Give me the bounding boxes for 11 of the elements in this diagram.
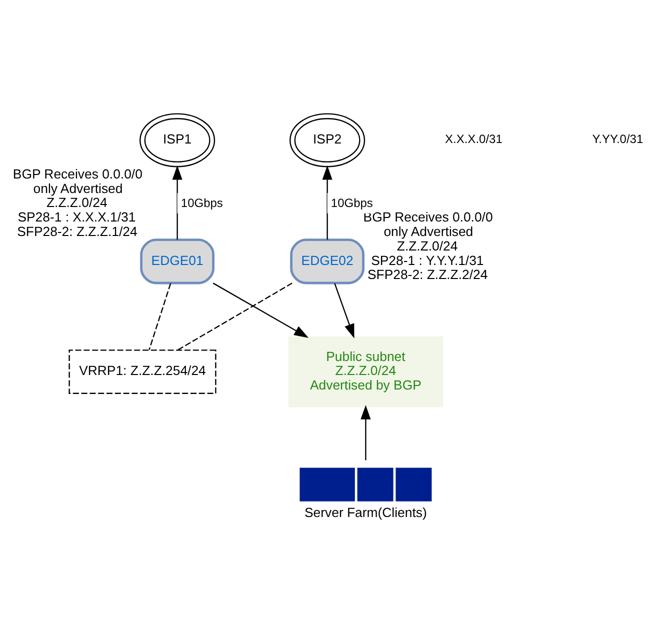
node-label: Server Farm(Clients) bbox=[304, 504, 427, 520]
label: X.X.X.0/31 bbox=[445, 132, 502, 146]
node-label: BGP Receives 0.0.0/0 only Advertised Z.Z.Z.0/24 bbox=[12, 166, 142, 210]
node-label: SP28-1 : Y.Y.Y.1/31 bbox=[371, 252, 484, 268]
node-label: SP28-1 : X.X.X.1/31 bbox=[18, 210, 136, 225]
node-label: SFP28-2: Z.Z.Z.1/24 bbox=[17, 224, 138, 239]
edge-label: 10Gbps bbox=[180, 196, 223, 210]
label: Y.YY.0/31 bbox=[592, 132, 644, 146]
node-label: SFP28-2: Z.Z.Z.2/24 bbox=[368, 267, 488, 282]
node-label: BGP Receives 0.0.0/0 only Advertised Z.Z.Z.0/24 bbox=[363, 210, 493, 254]
edge-label: 10Gbps bbox=[330, 196, 373, 210]
